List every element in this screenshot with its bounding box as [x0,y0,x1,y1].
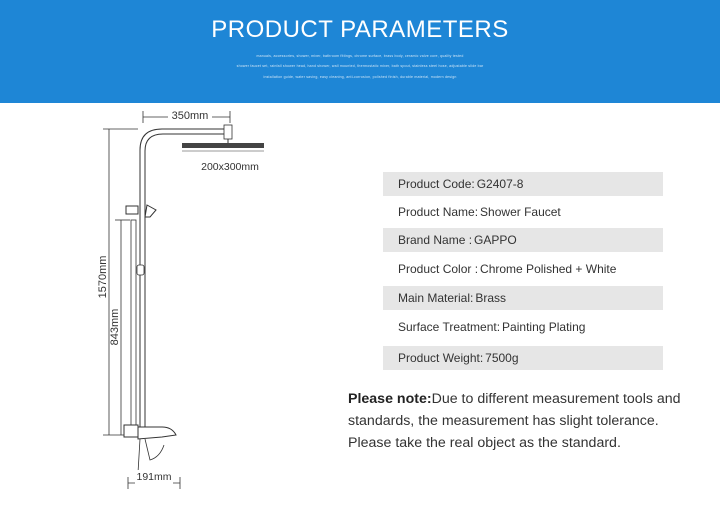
measurement-note: Please note:Due to different measurement… [348,388,708,454]
param-label: Product Code: [398,177,475,191]
note-text: Due to different measurement tools and [431,391,681,407]
mixer-handle [123,424,139,438]
slide-bracket [136,264,145,276]
param-row-product-color: Product Color :Chrome Polished + White [383,257,663,281]
head-size-label: 200x300mm [201,161,259,173]
label-bg [168,108,212,122]
banner-fine-print: installation guide, water saving, easy c… [263,75,457,79]
param-label: Product Weight: [398,351,484,365]
param-label: Product Color : [398,262,479,276]
hand-shower [144,204,157,218]
note-line: standards, the measurement has slight to… [348,413,659,429]
param-label: Product Name: [398,205,479,219]
bar-height-label: 843mm [109,309,121,346]
param-value: Painting Plating [502,320,586,334]
param-value: G2407-8 [476,177,524,191]
base-width-label: 191mm [136,471,171,483]
param-row-product-name: Product Name:Shower Faucet [383,200,663,224]
param-row-product-code: Product Code:G2407-8 [383,172,663,196]
slide-bar [130,219,137,431]
param-label: Surface Treatment: [398,320,501,334]
note-label: Please note: [348,391,432,407]
riser-pipe-inner [144,133,225,435]
param-value: Chrome Polished + White [480,262,617,276]
note-line: Please take the real object as the stand… [348,435,621,451]
param-value: GAPPO [474,233,517,247]
hand-shower-holder [125,205,139,215]
param-value: Brass [475,291,507,305]
param-row-surface-treatment: Surface Treatment:Painting Plating [383,315,663,339]
tub-spout [137,426,177,440]
param-label: Main Material: [398,291,474,305]
param-value: Shower Faucet [480,205,561,219]
param-row-brand-name: Brand Name :GAPPO [383,228,663,252]
note-line: Please note:Due to different measurement… [348,388,708,410]
shower-dimension-diagram: 350mm 1570mm 843mm 200x300mm 191mm [97,108,264,489]
param-row-product-weight: Product Weight:7500g [383,346,663,370]
banner-fine-print: manuals, accessories, shower, mixer, bat… [256,54,464,58]
label-bg [135,470,173,484]
riser-pipe-outline [139,128,225,435]
top-width-label: 350mm [172,110,209,122]
param-label: Brand Name : [398,233,473,247]
header-banner: PRODUCT PARAMETERS manuals, accessories,… [0,0,720,103]
mixer-lever [144,438,165,461]
head-connector [223,124,233,140]
banner-fine-print: shower faucet set, rainfall shower head,… [236,64,484,68]
shower-head [182,143,264,148]
param-row-main-material: Main Material:Brass [383,286,663,310]
total-height-label: 1570mm [97,256,109,299]
param-value: 7500g [485,351,519,365]
page-title: PRODUCT PARAMETERS [211,16,509,43]
